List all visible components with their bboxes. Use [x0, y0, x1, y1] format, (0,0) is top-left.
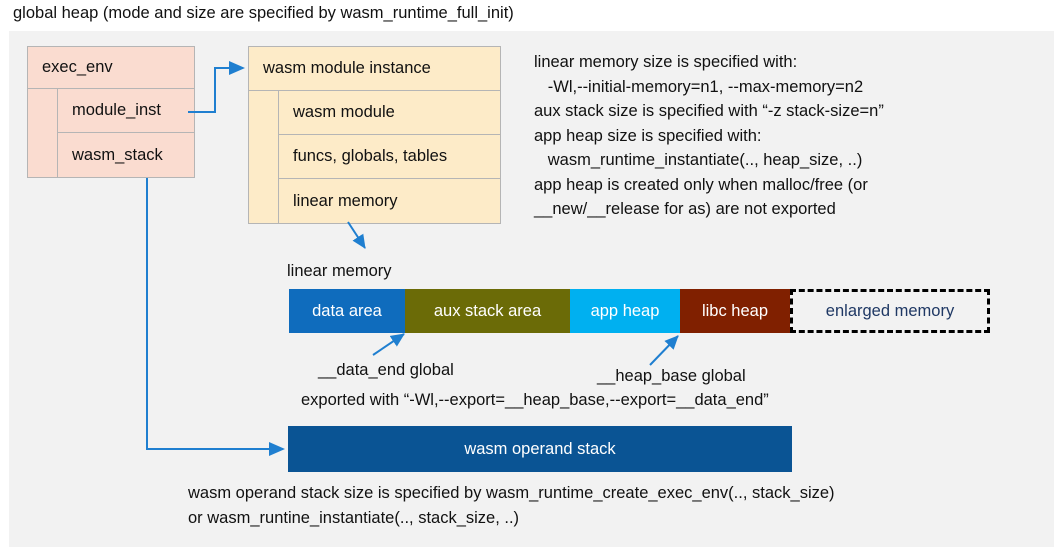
exec-env-row-wasm-stack: wasm_stack	[72, 145, 163, 164]
linear-memory-caption: linear memory	[287, 262, 392, 280]
memory-segment-label: app heap	[590, 301, 660, 320]
data-end-global-label: __data_end global	[318, 361, 454, 379]
memory-segment-libc-heap: libc heap	[680, 289, 790, 333]
memory-segment-aux-stack-area: aux stack area	[405, 289, 570, 333]
wasm-operand-stack-label: wasm operand stack	[464, 439, 616, 458]
heap-base-global-label: __heap_base global	[597, 367, 746, 385]
memory-segment-label: libc heap	[701, 301, 769, 320]
exec-env-box: exec_env module_inst wasm_stack	[27, 46, 195, 178]
memory-segment-data-area: data area	[289, 289, 405, 333]
memory-segment-app-heap: app heap	[570, 289, 680, 333]
exec-env-row-module-inst: module_inst	[58, 89, 194, 133]
module-instance-row-funcs-globals-tables: funcs, globals, tables	[279, 135, 500, 179]
module-instance-gutter	[249, 91, 279, 223]
export-flags-note: exported with “-Wl,--export=__heap_base,…	[301, 391, 769, 409]
exec-env-gutter	[28, 89, 58, 177]
memory-segment-label: aux stack area	[433, 301, 542, 320]
linear-memory-note: linear memory size is specified with: -W…	[534, 53, 884, 218]
memory-segment-label: enlarged memory	[825, 301, 955, 320]
linear-memory-bar: data area aux stack area app heap libc heap…	[289, 289, 990, 333]
operand-stack-note: wasm operand stack size is specified by …	[188, 484, 835, 527]
module-instance-row-wasm-module: wasm module	[279, 91, 500, 135]
wasm-module-instance-box: wasm module instance wasm module funcs, …	[248, 46, 501, 224]
memory-segment-label: data area	[312, 301, 382, 320]
exec-env-header: exec_env	[28, 47, 194, 89]
module-instance-header: wasm module instance	[249, 47, 500, 91]
wasm-operand-stack-bar: wasm operand stack	[288, 426, 792, 472]
module-instance-row-linear-memory: linear memory	[293, 191, 398, 210]
page-title: global heap (mode and size are specified…	[13, 4, 514, 22]
memory-segment-enlarged-memory: enlarged memory	[790, 289, 990, 333]
